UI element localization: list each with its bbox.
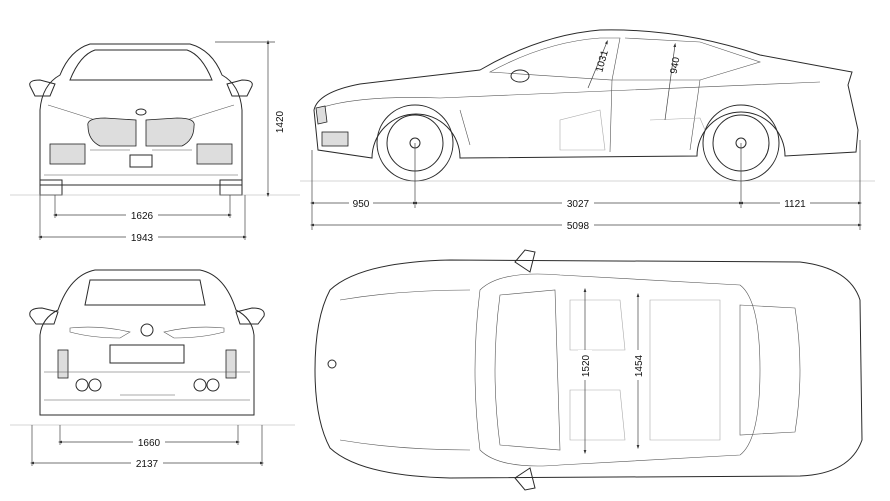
track-rear-label: 1660 bbox=[138, 438, 161, 449]
width-mirrors-label: 2137 bbox=[136, 459, 159, 470]
rear-shoulder-label: 1454 bbox=[634, 354, 645, 377]
side-view: 950 3027 1121 5098 1031 940 bbox=[300, 29, 875, 232]
length-label: 5098 bbox=[567, 221, 590, 232]
rear-headroom-label: 940 bbox=[669, 56, 683, 75]
wheelbase-label: 3027 bbox=[567, 199, 590, 210]
height-label: 1420 bbox=[275, 110, 286, 133]
width-body-label: 1943 bbox=[131, 233, 154, 244]
track-front-label: 1626 bbox=[131, 211, 154, 222]
top-view: 1520 1454 bbox=[314, 249, 863, 491]
front-view: 1626 1943 1420 bbox=[10, 39, 300, 244]
front-shoulder-label: 1520 bbox=[581, 354, 592, 377]
rear-overhang-label: 1121 bbox=[784, 199, 806, 210]
front-headroom-label: 1031 bbox=[594, 49, 610, 74]
front-overhang-label: 950 bbox=[353, 199, 370, 210]
rear-view: 1660 2137 bbox=[10, 269, 295, 470]
